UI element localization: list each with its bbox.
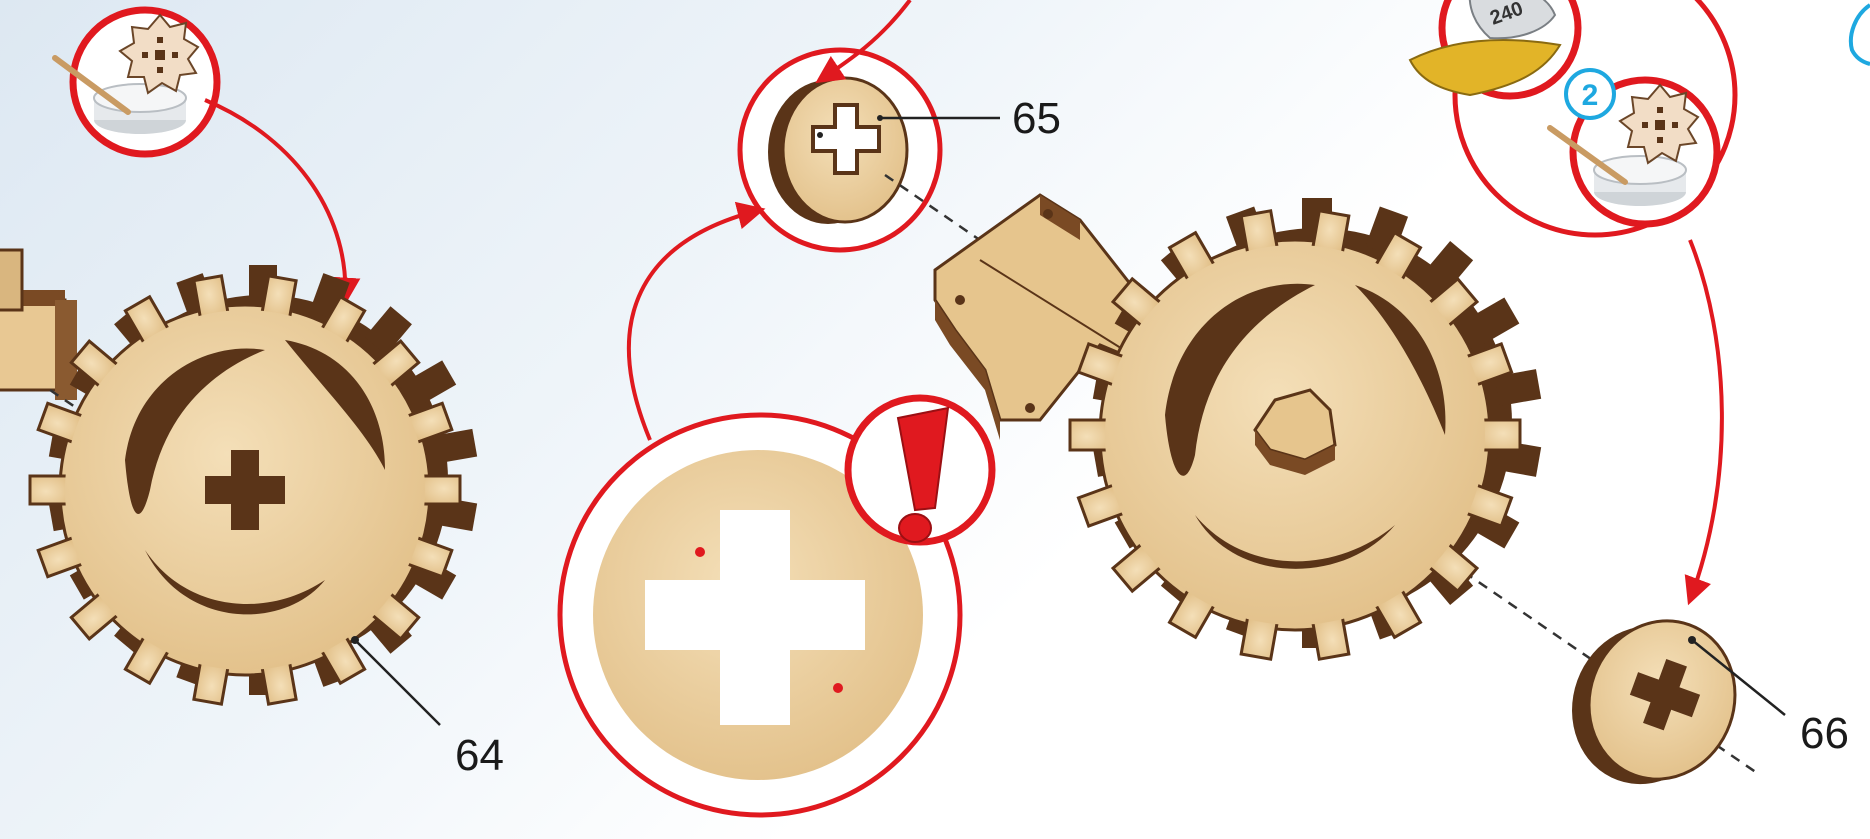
glue-step-icon-left <box>55 10 217 154</box>
disc-part-66 <box>1550 600 1757 805</box>
gear-assembled <box>1070 198 1541 659</box>
step-2-badge: 2 <box>1566 70 1614 118</box>
step-number-2: 2 <box>1582 79 1599 112</box>
part-number-64: 64 <box>455 731 504 780</box>
sanding-glue-group: 240 2 <box>1410 0 1735 235</box>
gear-part-64 <box>30 265 477 704</box>
part-65-callout <box>740 50 940 250</box>
sandpaper-icon: 240 <box>1410 0 1578 96</box>
callout-arrow-detail-65 <box>629 210 760 440</box>
partial-step-badge-edge <box>1851 5 1870 64</box>
callout-arrow-66 <box>1690 240 1722 600</box>
part-number-66: 66 <box>1800 709 1849 758</box>
warning-icon <box>848 398 992 542</box>
part-number-65: 65 <box>1012 94 1061 143</box>
leader-line-64 <box>355 640 440 725</box>
partial-wood-piece-left <box>0 250 77 400</box>
